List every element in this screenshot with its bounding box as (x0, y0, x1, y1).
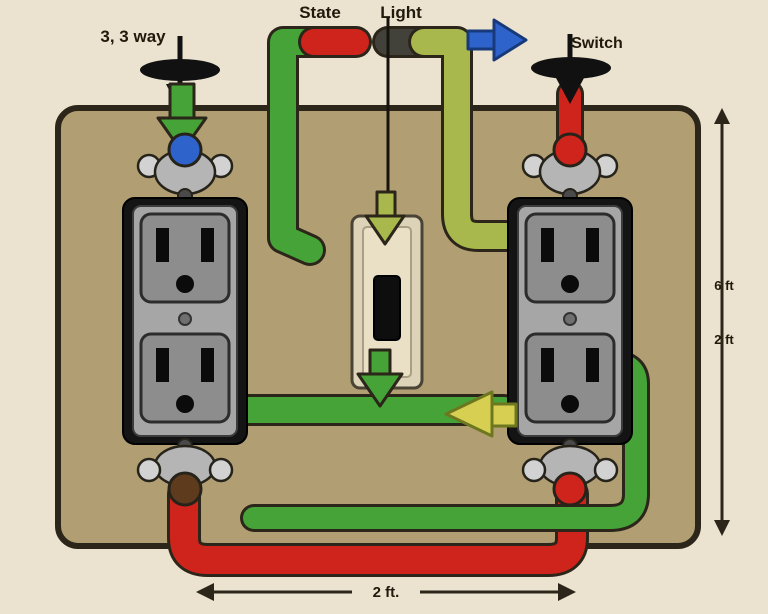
right-outlet-bottom-terminal (552, 471, 588, 507)
right-outlet (506, 148, 634, 488)
label-dim-right-upper: 6 ft (714, 278, 734, 293)
left-outlet-top-terminal (167, 132, 203, 168)
blue-right-arrow (466, 18, 528, 62)
label-dim-bottom: 2 ft. (373, 584, 400, 601)
wire-red-bottom-loop (167, 477, 589, 577)
green-down-arrow-middle (356, 348, 404, 408)
right-black-arrow (531, 34, 611, 104)
olive-down-arrow-switch (364, 190, 406, 246)
label-light: Light (380, 3, 422, 22)
right-outlet-top-terminal (552, 132, 588, 168)
label-state: State (299, 3, 341, 22)
label-switch: Switch (571, 35, 623, 52)
left-outlet-bottom-terminal (167, 471, 203, 507)
label-three-way: 3, 3 way (100, 27, 166, 46)
left-outlet (121, 148, 249, 488)
dimension-bottom (196, 583, 576, 601)
label-dim-right-lower: 2 ft (714, 332, 734, 347)
dimension-right (714, 108, 730, 536)
yellow-left-arrow (444, 390, 518, 438)
wire-olive-top-right (408, 26, 522, 252)
switch-toggle (373, 275, 401, 341)
